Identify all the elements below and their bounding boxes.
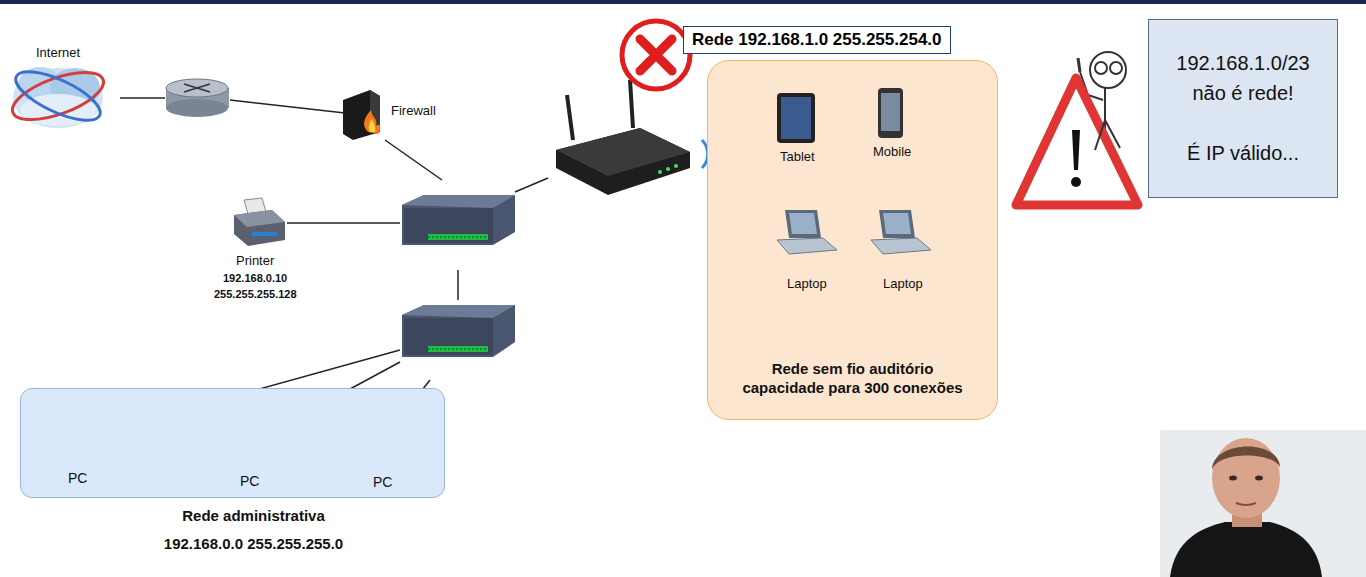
firewall-icon — [343, 90, 380, 140]
device-label: Firewall — [391, 103, 436, 118]
subnet-mask: 255.255.255.128 — [214, 288, 297, 300]
device-label: Laptop — [883, 276, 923, 291]
device-label: PC — [240, 473, 259, 489]
wires — [105, 98, 548, 432]
tablet-icon — [777, 93, 815, 143]
zone-title: Rede administrativa — [21, 507, 486, 524]
zone-address: 192.168.0.0 255.255.255.0 — [21, 535, 486, 552]
network-tag: Rede 192.168.1.0 255.255.254.0 — [683, 26, 951, 54]
device-label: Laptop — [787, 276, 827, 291]
switch-icon — [402, 305, 515, 357]
callout-text: 192.168.1.0/23 não é rede! — [1159, 48, 1327, 108]
device-label: PC — [68, 470, 87, 486]
wireless-zone: Rede sem fio auditório capacidade para 3… — [707, 60, 998, 420]
zone-caption: Rede sem fio auditório capacidade para 3… — [730, 359, 975, 397]
internet-cloud — [7, 62, 110, 130]
ip-address: 192.168.0.10 — [223, 272, 287, 284]
device-label: PC — [373, 474, 392, 490]
callout-box: 192.168.1.0/23 não é rede! É IP válido... — [1148, 19, 1338, 198]
device-label: Internet — [36, 45, 80, 60]
laptop-icon — [871, 210, 931, 254]
warning-sign — [1016, 52, 1138, 205]
device-label: Mobile — [873, 144, 911, 159]
laptop-icon — [777, 210, 837, 254]
router-icon — [166, 79, 229, 117]
printer-icon — [234, 198, 285, 246]
wireless-router-icon — [556, 80, 690, 195]
node-text: Rede 192.168.1.0 255.255.254.0 — [692, 30, 942, 50]
device-label: Printer — [236, 253, 274, 268]
device-label: Tablet — [780, 149, 815, 164]
red-x-mark — [622, 21, 690, 89]
presenter-photo — [1160, 430, 1366, 577]
callout-text: É IP válido... — [1159, 138, 1327, 168]
mobile-icon — [878, 88, 903, 138]
top-bar — [0, 0, 1366, 4]
switch-icon — [402, 195, 515, 245]
